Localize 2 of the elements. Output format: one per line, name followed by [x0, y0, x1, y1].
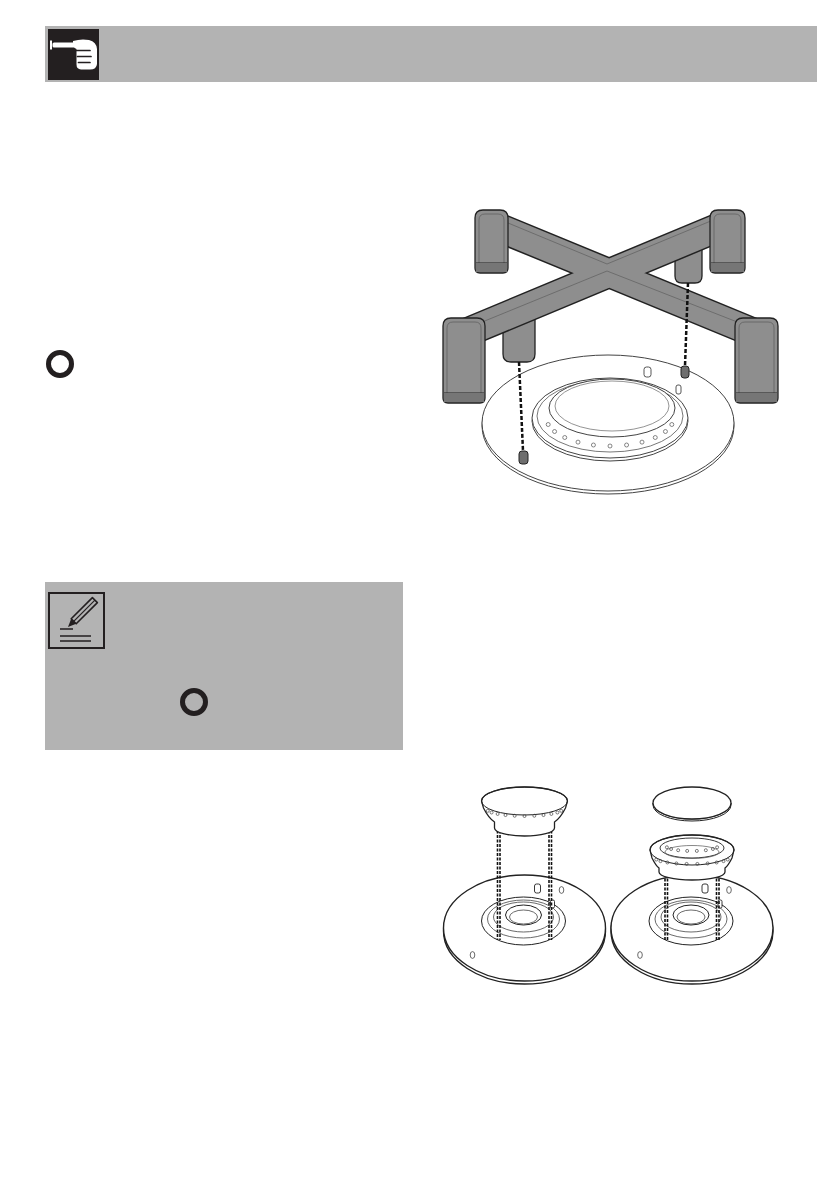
header-band	[45, 26, 817, 82]
note-panel	[45, 582, 403, 750]
